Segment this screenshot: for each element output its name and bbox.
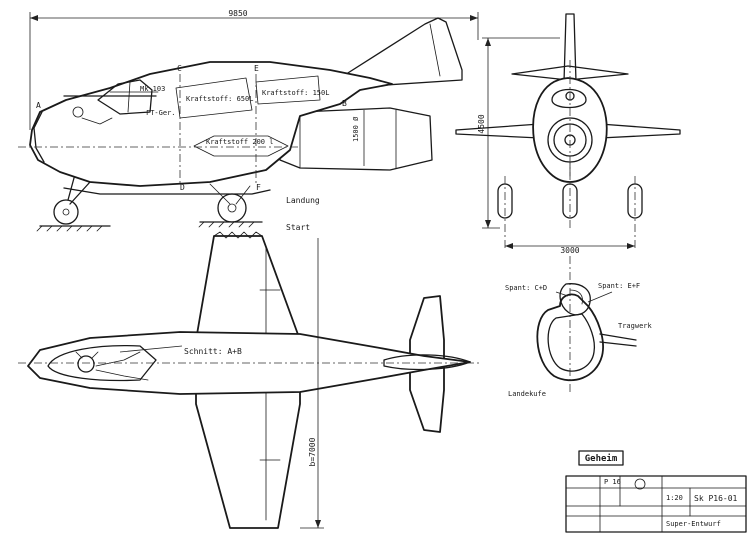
nose-wheel [53, 199, 79, 225]
fuel-tank-1 [175, 77, 253, 119]
section-b: B [342, 99, 347, 108]
fuel-tank-3 [193, 135, 289, 157]
label-fuel-1: Kraftstoff: 650L [186, 95, 253, 103]
side-view: 9850 A B C D E F [18, 9, 479, 232]
title-subtitle: Super-Entwurf [666, 520, 721, 528]
label-gun: Mk 103 [140, 85, 165, 93]
stamp-text: Geheim [585, 453, 618, 464]
section-c: C [177, 64, 182, 73]
section-f: F [256, 183, 261, 192]
fuselage-section [536, 293, 604, 382]
landing-skid [63, 187, 271, 195]
label-fuse: FT-Ger. [146, 109, 176, 117]
label-landing: Landung [286, 196, 320, 205]
dim-track: 3000 [560, 246, 579, 255]
front-view: 4500 3000 [455, 13, 681, 255]
label-spant-cd: Spant: C+D [505, 284, 547, 292]
title-scale: 1:20 [666, 494, 683, 502]
canopy [97, 79, 153, 115]
fuselage [29, 61, 393, 187]
section-e: E [254, 64, 259, 73]
engine-nacelle [279, 107, 433, 171]
secret-stamp [578, 450, 624, 466]
dim-length: 9850 [228, 9, 247, 18]
dim-span: b=7000 [308, 437, 317, 466]
label-wing: Tragwerk [618, 322, 653, 330]
section-a: A [36, 101, 41, 110]
label-fuel-3: Kraftstoff 200 l [206, 138, 273, 146]
title-block: Geheim P 16 1:20 Sk P16-01 Super-Entwurf [565, 450, 747, 533]
label-section-ab: Schnitt: A+B [184, 347, 242, 356]
title-drawing-number: Sk P16-01 [694, 494, 738, 503]
pilot-head-top [77, 355, 95, 373]
dim-height: 4500 [477, 114, 486, 133]
section-d: D [180, 183, 185, 192]
title-table [565, 475, 747, 533]
title-id-small: P 16 [604, 478, 621, 486]
top-view: Schnitt: A+B b=7000 [18, 231, 480, 529]
label-skid: Landekufe [508, 390, 546, 398]
tailplane [511, 65, 629, 81]
label-spant-ef: Spant: E+F [598, 282, 640, 290]
intake-section [559, 283, 591, 316]
canopy-planform [47, 345, 157, 382]
main-wheel [217, 193, 247, 223]
dim-diameter: 1500 Ø [352, 116, 360, 142]
label-start: Start [286, 223, 310, 232]
fuel-tank-2 [255, 75, 321, 105]
section-view: Spant: C+D Spant: E+F Tragwerk Landekufe [505, 256, 653, 398]
pilot-head [72, 106, 84, 118]
label-fuel-2: Kraftstoff: 150L [262, 89, 329, 97]
